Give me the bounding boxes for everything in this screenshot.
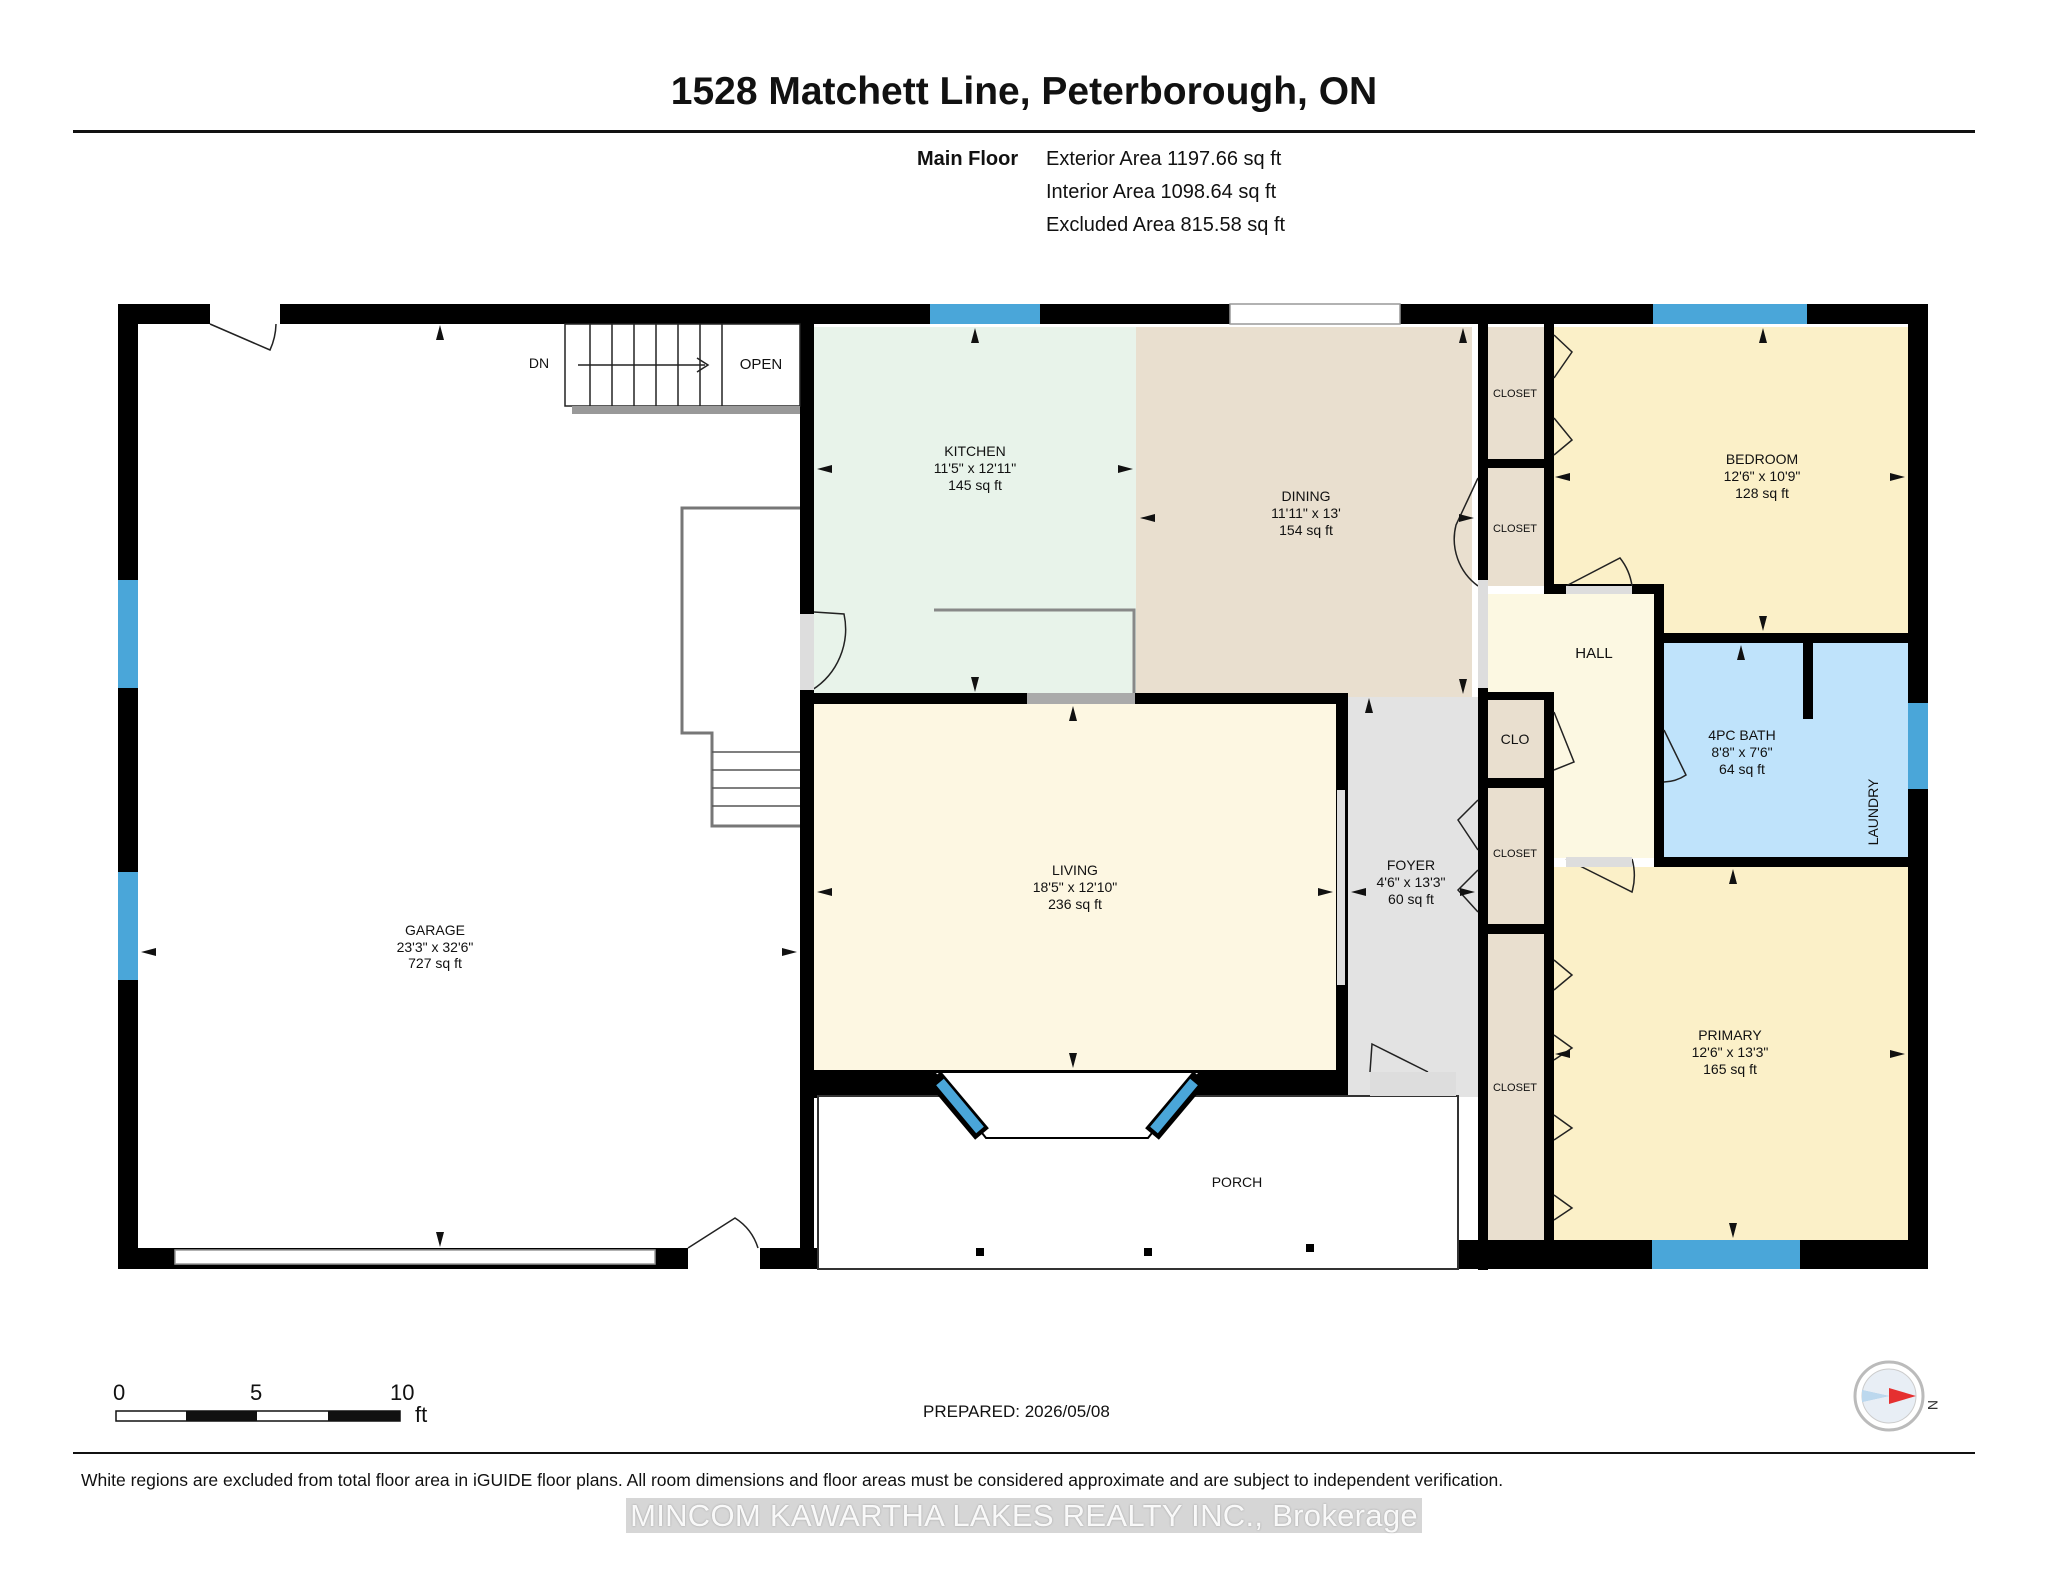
foyer-fill bbox=[1348, 697, 1478, 1097]
stairs-down bbox=[564, 323, 801, 407]
dining-name: DINING bbox=[1282, 488, 1331, 504]
bedroom-area: 128 sq ft bbox=[1735, 485, 1789, 501]
watermark: MINCOM KAWARTHA LAKES REALTY INC., Broke… bbox=[0, 1498, 2048, 1534]
exterior-area: Exterior Area 1197.66 sq ft bbox=[1046, 148, 1282, 170]
closet-label-1: CLOSET bbox=[1493, 388, 1537, 400]
clo-label: CLO bbox=[1501, 731, 1530, 747]
stairs-dn-label: DN bbox=[529, 355, 549, 371]
closet-fill-2 bbox=[1488, 468, 1544, 586]
kitchen-area: 145 sq ft bbox=[948, 477, 1002, 493]
watermark-text: MINCOM KAWARTHA LAKES REALTY INC., Broke… bbox=[626, 1498, 1422, 1533]
living-name: LIVING bbox=[1052, 862, 1098, 878]
primary-name: PRIMARY bbox=[1698, 1027, 1762, 1043]
footer-rule bbox=[73, 1452, 1975, 1454]
scale-mark-10: 10 bbox=[390, 1380, 415, 1405]
bath-name: 4PC BATH bbox=[1708, 727, 1775, 743]
garage-dims: 23'3" x 32'6" bbox=[397, 939, 474, 955]
stairs-open-label: OPEN bbox=[740, 356, 783, 373]
scale-mark-5: 5 bbox=[250, 1380, 263, 1405]
closet-fill-3 bbox=[1488, 788, 1544, 924]
kitchen-dims: 11'5" x 12'11" bbox=[934, 460, 1017, 476]
closet-label-4: CLOSET bbox=[1493, 1082, 1537, 1094]
prepared-date: PREPARED: 2026/05/08 bbox=[923, 1402, 1110, 1421]
bath-fill bbox=[1664, 643, 1908, 857]
excluded-area: Excluded Area 815.58 sq ft bbox=[1046, 214, 1286, 236]
floor-label: Main Floor bbox=[917, 148, 1019, 170]
compass-north: N bbox=[1925, 1400, 1941, 1410]
foyer-area: 60 sq ft bbox=[1388, 891, 1434, 907]
garage-area: 727 sq ft bbox=[408, 955, 462, 971]
living-area: 236 sq ft bbox=[1048, 896, 1102, 912]
bath-area: 64 sq ft bbox=[1719, 761, 1765, 777]
compass-icon: N bbox=[1852, 1360, 1941, 1440]
bedroom-fill bbox=[1552, 327, 1908, 633]
living-dims: 18'5" x 12'10" bbox=[1033, 879, 1118, 895]
porch-name: PORCH bbox=[1212, 1174, 1263, 1190]
kitchen-fill bbox=[814, 327, 1136, 695]
garage-name: GARAGE bbox=[405, 922, 465, 938]
closet-label-2: CLOSET bbox=[1493, 523, 1537, 535]
laundry-label: LAUNDRY bbox=[1865, 778, 1881, 845]
closet-fill-4 bbox=[1488, 934, 1544, 1240]
dining-dims: 11'11" x 13' bbox=[1271, 505, 1341, 521]
closet-label-3: CLOSET bbox=[1493, 848, 1537, 860]
dining-area: 154 sq ft bbox=[1279, 522, 1333, 538]
page-title: 1528 Matchett Line, Peterborough, ON bbox=[670, 70, 1378, 113]
clo-fill bbox=[1488, 700, 1544, 778]
dining-fill bbox=[1136, 327, 1472, 697]
primary-dims: 12'6" x 13'3" bbox=[1692, 1044, 1769, 1060]
title-rule bbox=[73, 130, 1975, 133]
bedroom-name: BEDROOM bbox=[1726, 451, 1798, 467]
disclaimer: White regions are excluded from total fl… bbox=[81, 1470, 1504, 1490]
primary-fill bbox=[1552, 867, 1908, 1240]
scale-mark-0: 0 bbox=[113, 1380, 126, 1405]
kitchen-name: KITCHEN bbox=[944, 443, 1005, 459]
scale-bar: 0 5 10 ft bbox=[110, 1380, 440, 1440]
scale-unit: ft bbox=[415, 1402, 428, 1427]
living-fill bbox=[814, 704, 1338, 1070]
foyer-name: FOYER bbox=[1387, 857, 1435, 873]
interior-area: Interior Area 1098.64 sq ft bbox=[1046, 181, 1277, 203]
stairs-up bbox=[680, 506, 800, 828]
closet-fill-1 bbox=[1488, 327, 1544, 459]
hall-name: HALL bbox=[1575, 645, 1613, 662]
bedroom-dims: 12'6" x 10'9" bbox=[1724, 468, 1801, 484]
bath-dims: 8'8" x 7'6" bbox=[1711, 744, 1772, 760]
foyer-dims: 4'6" x 13'3" bbox=[1377, 874, 1446, 890]
area-summary: Exterior Area 1197.66 sq ft Interior Are… bbox=[1046, 143, 1285, 242]
dimension-arrows bbox=[141, 325, 1905, 1247]
primary-area: 165 sq ft bbox=[1703, 1061, 1757, 1077]
